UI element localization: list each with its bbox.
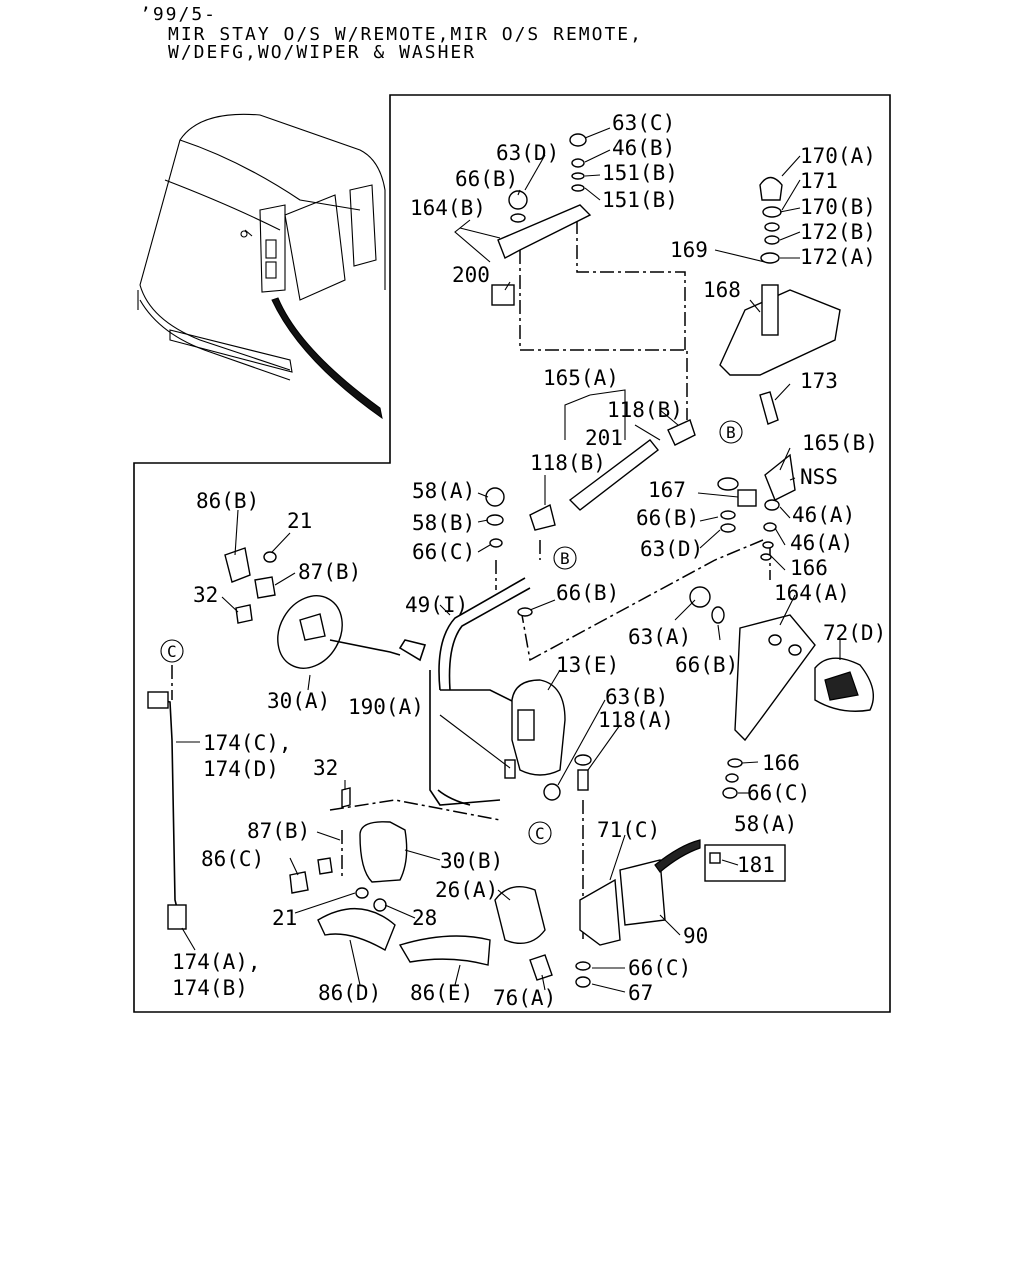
callout-87b-top: 87(B) <box>298 560 361 584</box>
callout-32-low: 32 <box>313 756 338 780</box>
header-date: ’99/5- <box>140 4 218 25</box>
callout-201: 201 <box>585 426 623 450</box>
ref-b-low: B <box>560 549 570 568</box>
callout-174b: 174(B) <box>172 976 248 1000</box>
callout-170a: 170(A) <box>800 144 876 168</box>
callout-174d: 174(D) <box>203 757 279 781</box>
callout-21-low: 21 <box>272 906 297 930</box>
callout-168: 168 <box>703 278 741 302</box>
callout-172b: 172(B) <box>800 220 876 244</box>
callout-118a: 118(A) <box>598 708 674 732</box>
callout-63c: 63(C) <box>612 111 675 135</box>
callout-66b-right: 66(B) <box>675 653 738 677</box>
callout-49i: 49(I) <box>405 593 468 617</box>
callout-nss: NSS <box>800 465 838 489</box>
callout-63d-top: 63(D) <box>496 141 559 165</box>
callout-166-top: 166 <box>790 556 828 580</box>
ref-b-top: B <box>726 423 736 442</box>
callout-164b: 164(B) <box>410 196 486 220</box>
ref-b-low-circle <box>553 546 577 570</box>
callout-164a: 164(A) <box>774 581 850 605</box>
ref-c-low-circle <box>528 821 552 845</box>
callout-58b: 58(B) <box>412 511 475 535</box>
callout-86e: 86(E) <box>410 981 473 1005</box>
callout-174c: 174(C), <box>203 731 292 755</box>
callout-86c: 86(C) <box>201 847 264 871</box>
callout-46b: 46(B) <box>612 136 675 160</box>
callout-66c-top: 66(C) <box>412 540 475 564</box>
callout-66c-mid: 66(C) <box>747 781 810 805</box>
callout-63d-mid: 63(D) <box>640 537 703 561</box>
reference-markers: B B C C <box>160 420 743 845</box>
callout-66c-bottom: 66(C) <box>628 956 691 980</box>
callout-166-low: 166 <box>762 751 800 775</box>
callout-28: 28 <box>412 906 437 930</box>
callout-46a-2: 46(A) <box>790 531 853 555</box>
callout-13e: 13(E) <box>556 653 619 677</box>
ref-c-top: C <box>167 642 177 661</box>
callout-165a: 165(A) <box>543 366 619 390</box>
callout-76a: 76(A) <box>493 986 556 1010</box>
callout-167: 167 <box>648 478 686 502</box>
truck-cab-illustration <box>137 113 386 420</box>
callout-66b-low: 66(B) <box>556 581 619 605</box>
callout-labels: 63(C) 46(B) 63(D) 66(B) 151(B) 151(B) 16… <box>172 111 886 1010</box>
callout-90: 90 <box>683 924 708 948</box>
callout-190a: 190(A) <box>348 695 424 719</box>
callout-118b-2: 118(B) <box>530 451 606 475</box>
callout-86b: 86(B) <box>196 489 259 513</box>
callout-181: 181 <box>737 853 775 877</box>
callout-172a: 172(A) <box>800 245 876 269</box>
callout-67: 67 <box>628 981 653 1005</box>
callout-21-top: 21 <box>287 509 312 533</box>
callout-151b-1: 151(B) <box>602 161 678 185</box>
leader-lines <box>176 127 841 993</box>
callout-174a: 174(A), <box>172 950 261 974</box>
callout-169: 169 <box>670 238 708 262</box>
callout-58a-low: 58(A) <box>734 812 797 836</box>
callout-118b-1: 118(B) <box>607 398 683 422</box>
callout-66b-mid: 66(B) <box>636 506 699 530</box>
diagram-frame <box>133 94 891 1013</box>
ref-b-top-circle <box>719 420 743 444</box>
callout-171: 171 <box>800 169 838 193</box>
callout-30a: 30(A) <box>267 689 330 713</box>
callout-26a: 26(A) <box>435 878 498 902</box>
callout-165b: 165(B) <box>802 431 878 455</box>
callout-170b: 170(B) <box>800 195 876 219</box>
callout-30b: 30(B) <box>440 849 503 873</box>
callout-63b: 63(B) <box>605 685 668 709</box>
ref-c-top-circle <box>160 639 184 663</box>
callout-86d: 86(D) <box>318 981 381 1005</box>
callout-87b-low: 87(B) <box>247 819 310 843</box>
callout-66b-top: 66(B) <box>455 167 518 191</box>
callout-32-top: 32 <box>193 583 218 607</box>
part-shapes <box>147 133 874 988</box>
callout-58a-top: 58(A) <box>412 479 475 503</box>
callout-200: 200 <box>452 263 490 287</box>
assembly-lines <box>171 220 771 940</box>
callout-46a-1: 46(A) <box>792 503 855 527</box>
header-subtitle: W/DEFG,WO/WIPER & WASHER <box>168 42 477 63</box>
callout-72d: 72(D) <box>823 621 886 645</box>
callout-71c: 71(C) <box>597 818 660 842</box>
callout-63a: 63(A) <box>628 625 691 649</box>
callout-173: 173 <box>800 369 838 393</box>
callout-151b-2: 151(B) <box>602 188 678 212</box>
header-title: MIR STAY O/S W/REMOTE,MIR O/S REMOTE, <box>168 24 643 45</box>
ref-c-low: C <box>535 824 545 843</box>
